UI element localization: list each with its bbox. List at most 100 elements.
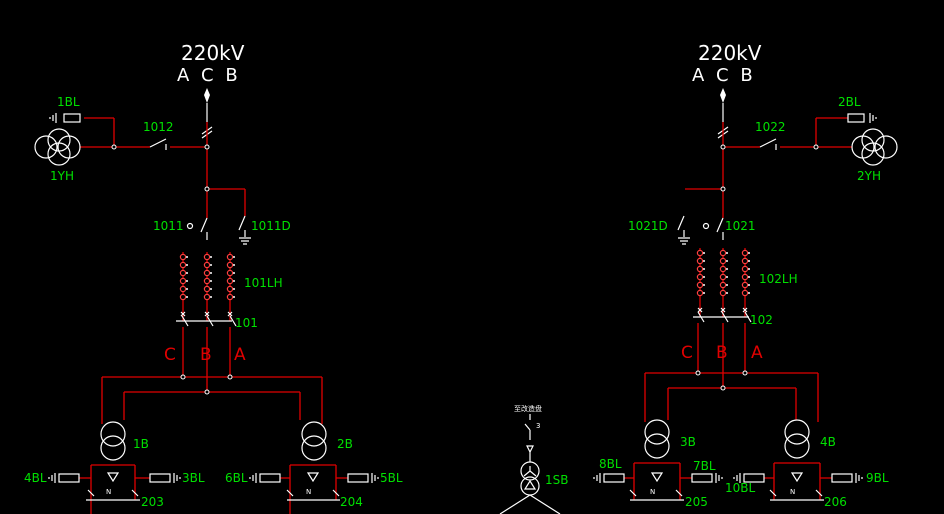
left-bus-connection — [101, 376, 323, 424]
left-phase-c-label: C — [164, 345, 176, 365]
left-breaker-label: 101 — [235, 316, 258, 330]
left-phase-conductors — [182, 327, 231, 392]
left-phase-a-label: A — [234, 345, 246, 365]
left-fuse-a-label: 4BL — [24, 471, 47, 485]
left-transformer-2-icon — [301, 421, 327, 461]
right-node — [720, 186, 726, 192]
left-pt-fuse-label: 1BL — [57, 95, 80, 109]
right-phase-order-label: A C B — [692, 65, 753, 86]
station-output-lines — [499, 494, 561, 514]
right-node — [742, 370, 748, 376]
right-transformer-1-icon — [644, 419, 670, 459]
right-bay: 220kV A C B 1022 2BL 2YH 1021D 1021 — [593, 41, 898, 509]
right-voltage-label: 220kV — [698, 41, 762, 65]
left-feeder-breaker-icon — [86, 489, 340, 501]
right-pt-icon — [851, 128, 898, 166]
left-bay: 220kV A C B 1012 1BL 1YH 1011 — [24, 41, 403, 514]
left-node — [180, 374, 186, 380]
left-pt-switch-label: 1012 — [143, 120, 174, 134]
left-fuse-d-label: 5BL — [380, 471, 403, 485]
right-phase-b-label: B — [716, 343, 728, 363]
left-neutral-arrow-icon — [106, 472, 320, 483]
left-incoming-arrow-icon — [204, 88, 210, 103]
right-disc-lock-icon — [702, 222, 710, 230]
right-ct-stack-icon — [696, 248, 750, 317]
right-fuse-c-label: 10BL — [725, 481, 756, 495]
left-pt-fuse-ground-icon — [49, 113, 57, 123]
left-transformer-1-icon — [100, 421, 126, 461]
left-neutral-b-label: N — [306, 488, 311, 496]
right-main-disc-label: 1021 — [725, 219, 756, 233]
left-ct-label: 101LH — [244, 276, 283, 290]
left-node — [111, 144, 117, 150]
left-node — [204, 389, 210, 395]
right-breaker-icon — [697, 311, 752, 323]
left-node — [204, 186, 210, 192]
right-incoming-arrow-icon — [720, 88, 726, 103]
right-pt-switch-icon — [759, 138, 777, 150]
left-feeder-a-label: 203 — [141, 495, 164, 509]
right-neutral-b-label: N — [790, 488, 795, 496]
station-caption-label: 至改造盘 — [514, 404, 542, 413]
left-ct-stack-icon — [179, 252, 235, 321]
right-pt-fuse-ground-icon — [869, 113, 877, 123]
left-phase-b-label: B — [200, 345, 212, 365]
right-neutral-a-label: N — [650, 488, 655, 496]
right-pt-switch-label: 1022 — [755, 120, 786, 134]
left-voltage-label: 220kV — [181, 41, 245, 65]
station-transformer-label: 1SB — [545, 473, 568, 487]
left-main-disc-label: 1011 — [153, 219, 184, 233]
left-fuse-6bl-icon — [259, 473, 281, 483]
right-pt-fuse-label: 2BL — [838, 95, 861, 109]
left-transformer-1-label: 1B — [133, 437, 149, 451]
right-node — [720, 385, 726, 391]
left-pt-label: 1YH — [50, 169, 74, 183]
right-transformer-2-icon — [784, 419, 810, 459]
right-node — [720, 144, 726, 150]
right-earth-disc-label: 1021D — [628, 219, 668, 233]
right-feeder-b-label: 206 — [824, 495, 847, 509]
station-disconnect-icon — [524, 414, 534, 462]
right-node — [813, 144, 819, 150]
right-phase-conductors — [697, 323, 746, 388]
left-node — [227, 374, 233, 380]
right-fuse-a-label: 8BL — [599, 457, 622, 471]
left-earth-disc-label: 1011D — [251, 219, 291, 233]
left-fuse-ground-icon — [48, 473, 379, 483]
right-fuse-b-label: 7BL — [693, 459, 716, 473]
left-fuse-b-label: 3BL — [182, 471, 205, 485]
left-fuse-4bl-icon — [58, 473, 80, 483]
left-breaker-icon — [181, 315, 237, 327]
right-neutral-arrow-icon — [650, 472, 804, 483]
left-secondary-lines — [90, 464, 337, 514]
right-node — [695, 370, 701, 376]
station-fuse-no-label: 3 — [536, 422, 540, 430]
right-pt-fuse-icon — [847, 113, 865, 123]
left-phase-order-label: A C B — [177, 65, 238, 86]
left-transformer-2-label: 2B — [337, 437, 353, 451]
left-feeder-b-label: 204 — [340, 495, 363, 509]
right-bus-connection — [644, 372, 819, 422]
right-phase-a-label: A — [751, 343, 763, 363]
left-disconnect-icon — [200, 215, 251, 245]
left-fuse-5bl-icon — [347, 473, 369, 483]
right-ct-label: 102LH — [759, 272, 798, 286]
left-node — [204, 144, 210, 150]
station-transformer-icon — [520, 461, 540, 496]
right-phase-c-label: C — [681, 343, 693, 363]
right-pt-label: 2YH — [857, 169, 881, 183]
left-neutral-a-label: N — [106, 488, 111, 496]
right-fuse-ground-icon — [593, 473, 863, 483]
right-feeder-breaker-icon — [629, 489, 824, 501]
right-fuse-9bl-icon — [831, 473, 853, 483]
right-fuse-8bl-icon — [603, 473, 625, 483]
left-pt-switch-icon — [149, 138, 167, 150]
right-feeder-a-label: 205 — [685, 495, 708, 509]
right-transformer-1-label: 3B — [680, 435, 696, 449]
left-fuse-c-label: 6BL — [225, 471, 248, 485]
left-pt-icon — [34, 128, 81, 166]
right-secondary-lines — [633, 462, 821, 500]
right-disconnect-icon — [677, 215, 724, 245]
left-fuse-3bl-icon — [149, 473, 171, 483]
